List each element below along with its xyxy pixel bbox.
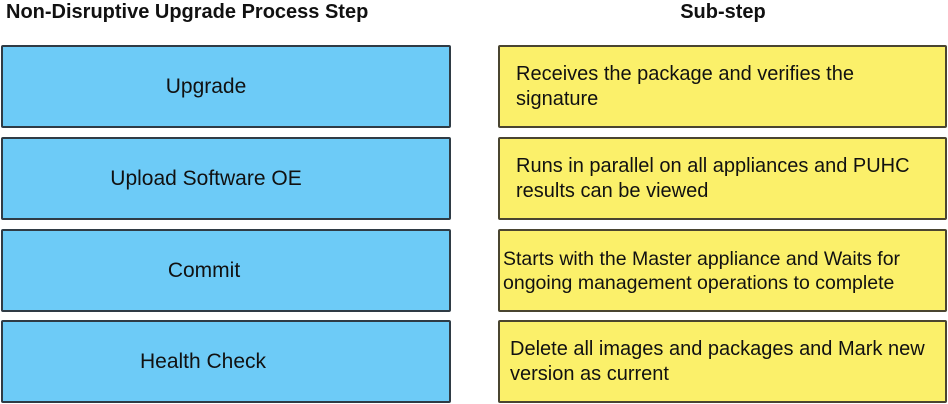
steps-column-header: Non-Disruptive Upgrade Process Step (6, 1, 369, 23)
substep-text: Runs in parallel on all appliances and P… (516, 154, 910, 202)
substep-box-3[interactable]: Starts with the Master appliance and Wai… (498, 229, 947, 312)
substep-text: Receives the package and verifies the si… (516, 62, 854, 110)
step-box-health-check[interactable]: Health Check (1, 320, 451, 403)
substep-box-2[interactable]: Runs in parallel on all appliances and P… (498, 137, 947, 220)
substeps-column-header: Sub-step (680, 1, 766, 23)
step-box-upgrade[interactable]: Upgrade (1, 45, 451, 128)
step-label: Upgrade (165, 74, 247, 98)
step-label: Upload Software OE (110, 166, 302, 190)
step-box-upload-software-oe[interactable]: Upload Software OE (1, 137, 451, 220)
substep-box-1[interactable]: Receives the package and verifies the si… (498, 45, 947, 128)
step-label: Health Check (139, 349, 267, 373)
step-label: Commit (167, 258, 241, 282)
substep-box-4[interactable]: Delete all images and packages and Mark … (498, 320, 947, 403)
step-box-commit[interactable]: Commit (1, 229, 451, 312)
substep-text: Starts with the Master appliance and Wai… (503, 247, 901, 294)
substep-text: Delete all images and packages and Mark … (510, 337, 925, 385)
